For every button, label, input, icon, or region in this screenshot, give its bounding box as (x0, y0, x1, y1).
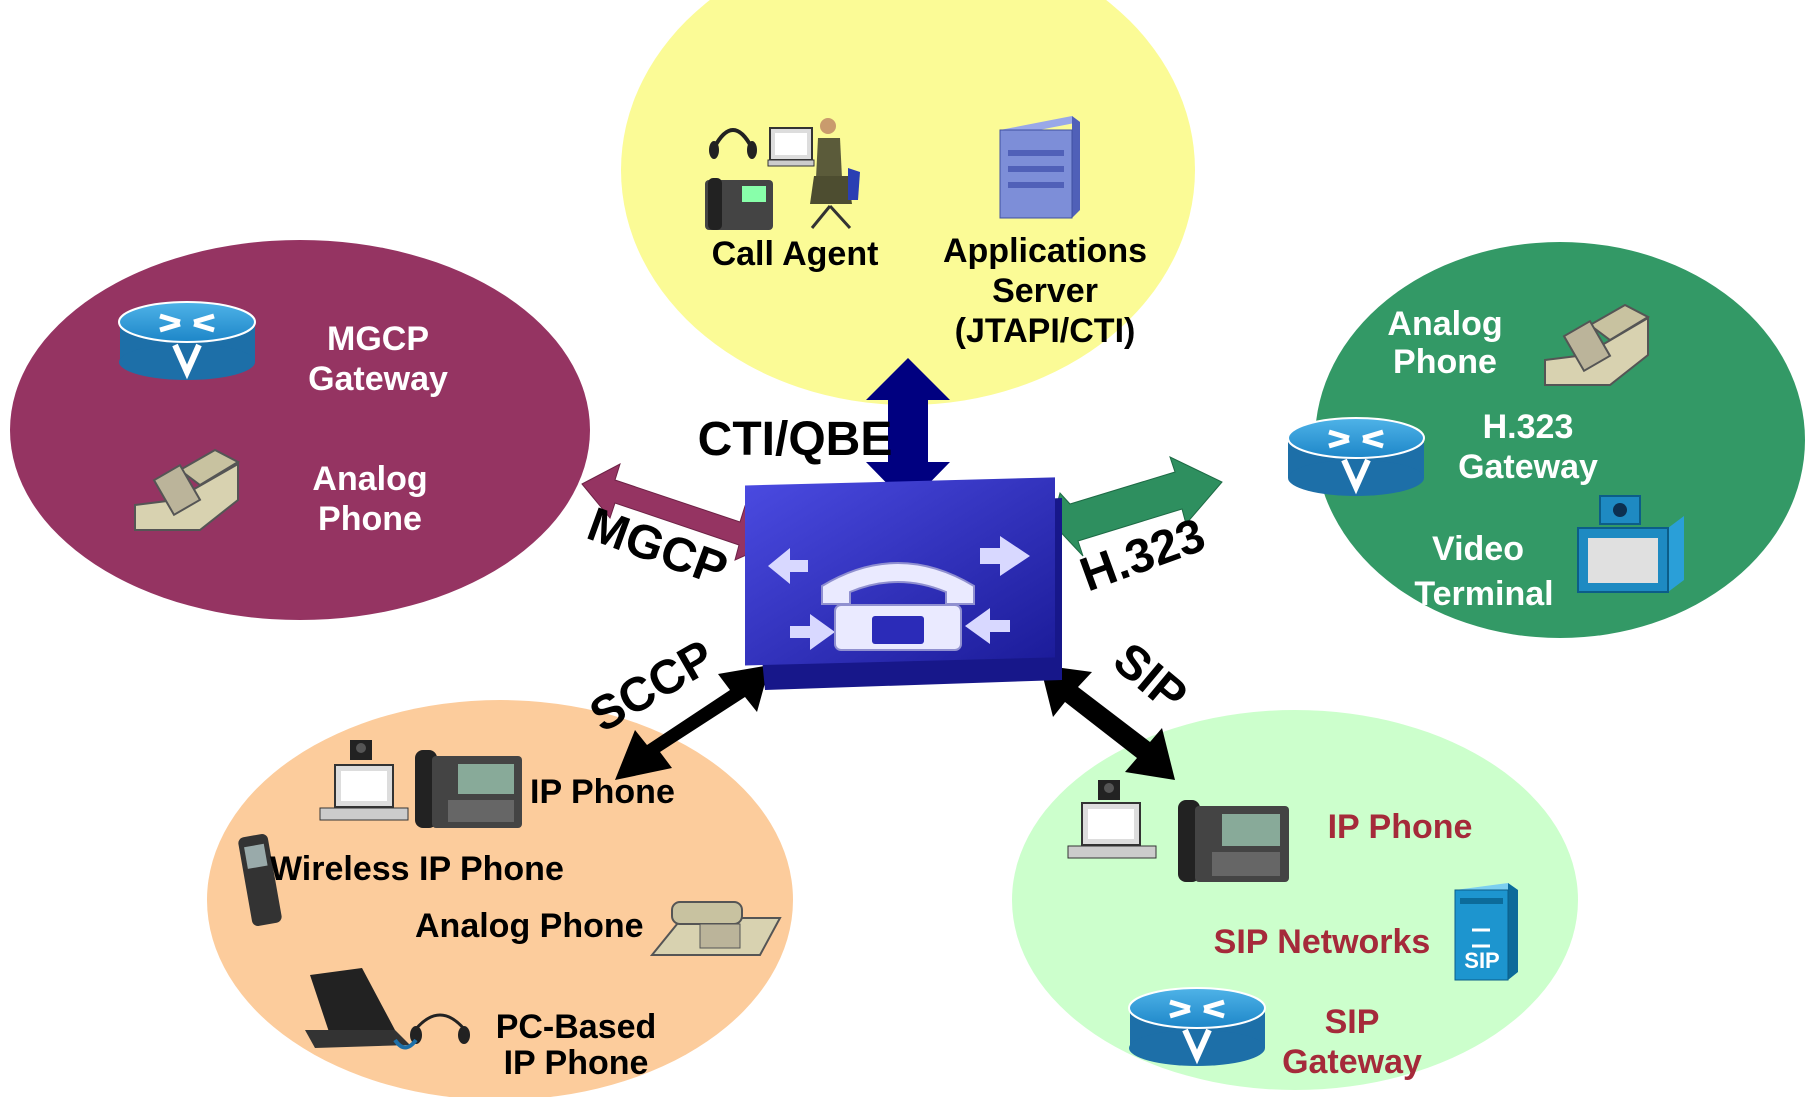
sip-gateway-router-icon (1128, 987, 1266, 1066)
sip-gateway-label-line1: SIP (1325, 1003, 1380, 1041)
sip-ip-phone-with-pc-icon (1067, 780, 1289, 882)
h323-gateway-label-line1: H.323 (1483, 408, 1574, 446)
sccp-arrow (615, 665, 770, 780)
mgcp-gateway-label-line1: MGCP (327, 320, 429, 358)
analog-phone-icon (134, 448, 241, 531)
h323-arrow (1051, 456, 1223, 557)
cti-qbe-protocol-label: CTI/QBE (698, 413, 893, 466)
video-terminal-icon (1577, 495, 1684, 593)
wireless-ip-phone-icon (238, 834, 282, 926)
cti-arrow (866, 358, 950, 505)
mgcp-group-ellipse (10, 240, 590, 620)
call-agent-icon (705, 118, 860, 230)
call-agent-label: Call Agent (712, 235, 879, 273)
call-manager-icon (745, 477, 1062, 690)
wireless-ip-phone-label: Wireless IP Phone (270, 850, 564, 888)
sip-gateway-label-line2: Gateway (1282, 1043, 1422, 1081)
analog-phone-label: Analog Phone (415, 907, 644, 945)
pc-based-ip-phone-icon (305, 968, 470, 1050)
sip-arrow (1040, 665, 1175, 780)
analog-phone-label-line2: Phone (1393, 343, 1497, 381)
analog-phone-label-line1: Analog (1387, 305, 1502, 343)
sip-networks-icon: SIP (1454, 883, 1518, 981)
h323-gateway-router-icon (1287, 417, 1425, 496)
sip-badge: SIP (1464, 948, 1499, 973)
h323-gateway-label-line2: Gateway (1458, 448, 1598, 486)
sip-networks-label: SIP Networks (1214, 923, 1431, 961)
applications-server-label-line2: Server (992, 272, 1098, 310)
analog-phone-label-line1: Analog (312, 460, 427, 498)
cti-group-ellipse (621, 0, 1195, 405)
analog-phone-label-line2: Phone (318, 500, 422, 538)
mgcp-gateway-label-line2: Gateway (308, 360, 448, 398)
sip-protocol-label: SIP (1103, 633, 1196, 723)
sccp-protocol-label: SCCP (581, 630, 723, 743)
video-terminal-label-line2: Terminal (1414, 575, 1553, 613)
analog-phone-icon (1544, 303, 1651, 386)
mgcp-gateway-router-icon (118, 301, 256, 380)
applications-server-icon (999, 116, 1080, 219)
ip-phone-with-pc-icon (319, 740, 522, 828)
sccp-ip-phone-label: IP Phone (530, 773, 675, 811)
applications-server-label-line1: Applications (943, 232, 1147, 270)
sip-ip-phone-label: IP Phone (1328, 808, 1473, 846)
video-terminal-label-line1: Video (1432, 530, 1524, 568)
pc-based-ip-phone-label-line2: IP Phone (504, 1044, 649, 1082)
applications-server-label-line3: (JTAPI/CTI) (955, 312, 1136, 350)
pc-based-ip-phone-label-line1: PC-Based (496, 1008, 657, 1046)
analog-desk-phone-icon (649, 901, 782, 956)
